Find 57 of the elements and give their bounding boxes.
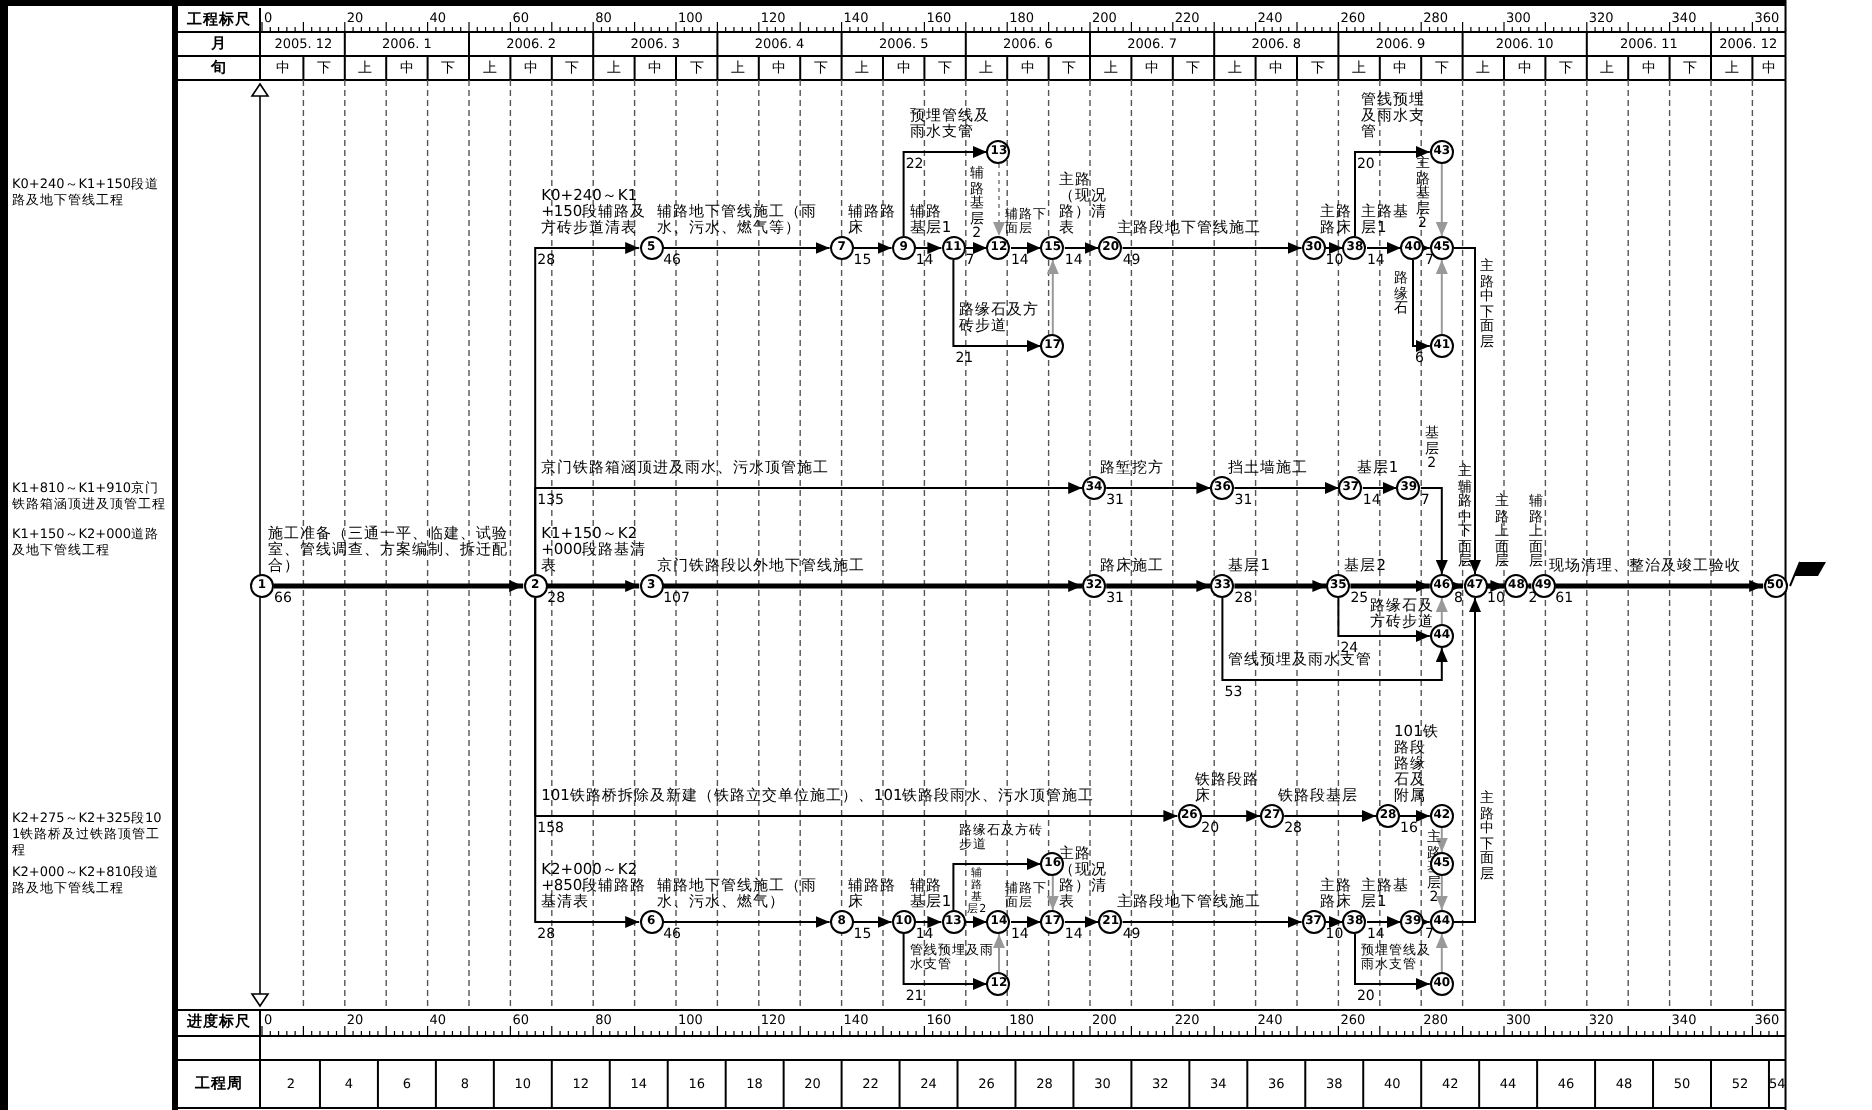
arrow [1106,580,1211,592]
arrow [1487,580,1505,592]
arrow [1350,580,1430,592]
arrow [1366,916,1402,928]
arrow [274,580,524,592]
arrow [1435,933,1448,973]
arrow [1063,242,1100,254]
arrow [1361,482,1398,494]
arrow [1121,916,1303,928]
arrow [547,580,640,592]
arrow [1010,916,1042,928]
arrow [1046,259,1059,335]
arrow [914,242,943,254]
arrow [1046,875,1059,911]
arrow [1435,597,1448,625]
arrow [1399,810,1431,822]
arrow [964,916,988,928]
arrow [1105,482,1212,494]
arrow [1010,242,1042,254]
arrow [1435,827,1448,853]
arrow [1063,916,1100,928]
arrow [534,597,641,928]
arrow [1452,597,1481,923]
arrow [1419,487,1448,575]
arrow [1234,580,1327,592]
arrow [952,259,1042,352]
arrow [1354,146,1431,237]
arrow [993,933,1005,973]
arrow [1283,810,1377,822]
arrow [852,242,893,254]
arrow [1366,242,1402,254]
arrow [534,482,1084,575]
arrow [964,242,988,254]
arrow [1354,933,1431,990]
arrow [1555,580,1764,592]
arrow [1221,597,1448,681]
arrow [1412,259,1431,352]
arrow [1233,482,1340,494]
arrow [1324,916,1344,928]
arrow [902,933,988,990]
arrow [902,146,988,237]
arrow [852,916,893,928]
arrow [662,916,831,928]
arrow [1452,247,1481,575]
arrow [1324,242,1344,254]
arrow [1200,810,1262,822]
dashed-arrow [993,163,1005,237]
arrow [1337,597,1431,642]
arrow [663,580,1083,592]
arrow [1435,259,1448,335]
arrow [914,916,943,928]
arrow [1449,580,1463,592]
arrow [1435,875,1448,911]
arrow [662,242,831,254]
arrow [952,858,1042,911]
arrow [1435,163,1448,237]
arrow [1121,242,1303,254]
